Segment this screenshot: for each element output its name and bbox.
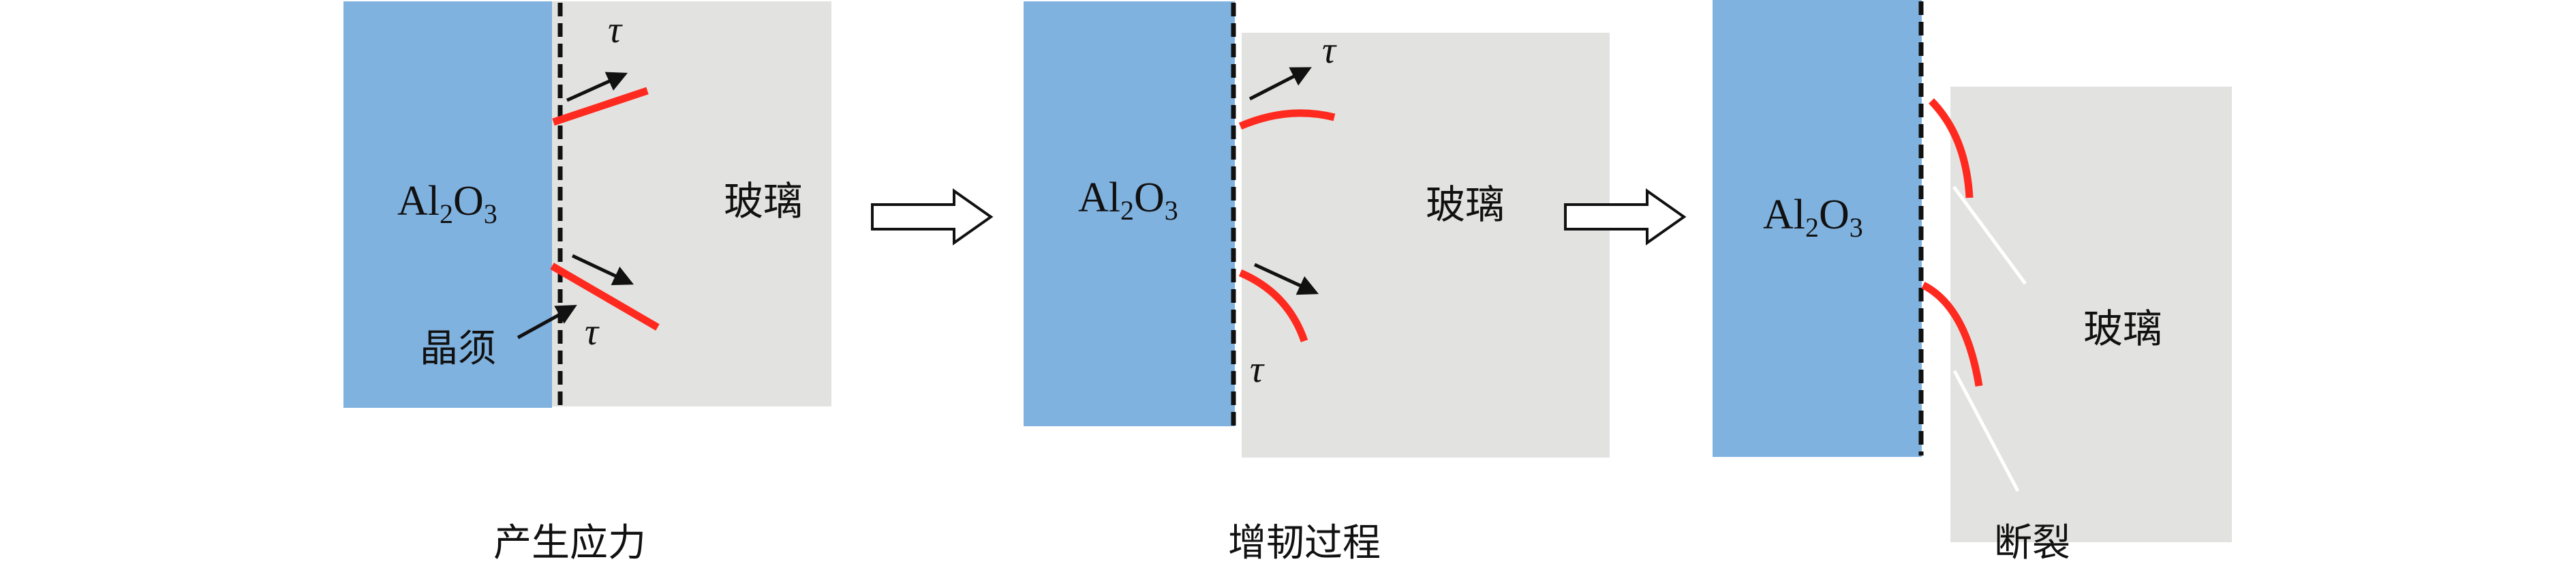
glass-block (1242, 33, 1610, 458)
whisker (1929, 98, 1974, 198)
hollow-right-arrow-icon (1564, 188, 1687, 246)
shear-arrow-icon (566, 72, 628, 102)
stage-toughening-process: τ τ Al2O3 玻璃 增韧过程 (1024, 1, 1610, 564)
stage-caption: 产生应力 (493, 521, 646, 564)
glass-label: 玻璃 (724, 178, 803, 224)
whisker (550, 263, 660, 331)
alumina-label: Al2O3 (397, 178, 497, 229)
shear-stress-label: τ (1250, 348, 1265, 391)
whisker (1238, 109, 1336, 130)
alumina-block (1024, 1, 1235, 426)
crack-line (1952, 370, 2020, 492)
stage-stress-generation: τ τ Al2O3 玻璃 晶须 产生应力 (343, 1, 831, 564)
whisker (1238, 269, 1308, 342)
shear-stress-label: τ (1322, 29, 1337, 72)
shear-stress-label: τ (608, 9, 623, 51)
stage-caption: 断裂 (1994, 521, 2070, 564)
hollow-right-arrow-icon (871, 188, 994, 246)
crack-line (1952, 185, 2027, 285)
glass-label: 玻璃 (2083, 306, 2162, 352)
alumina-label: Al2O3 (1078, 175, 1178, 226)
whisker (1921, 282, 1983, 387)
stage-caption: 增韧过程 (1228, 521, 1381, 564)
glass-label: 玻璃 (1426, 181, 1505, 228)
whisker-label: 晶须 (420, 327, 496, 371)
glass-block (1950, 87, 2232, 542)
shear-arrow-icon (571, 254, 634, 286)
alumina-block (343, 1, 552, 408)
shear-arrow-icon (1253, 263, 1319, 295)
alumina-block (1713, 0, 1922, 457)
alumina-label: Al2O3 (1763, 192, 1863, 243)
shear-arrow-icon (1248, 67, 1312, 101)
whisker (552, 87, 649, 126)
glass-block (552, 1, 831, 406)
shear-stress-label: τ (585, 311, 600, 353)
stage-fracture: Al2O3 玻璃 断裂 (1713, 0, 2232, 564)
pointer-arrow-icon (517, 305, 577, 340)
